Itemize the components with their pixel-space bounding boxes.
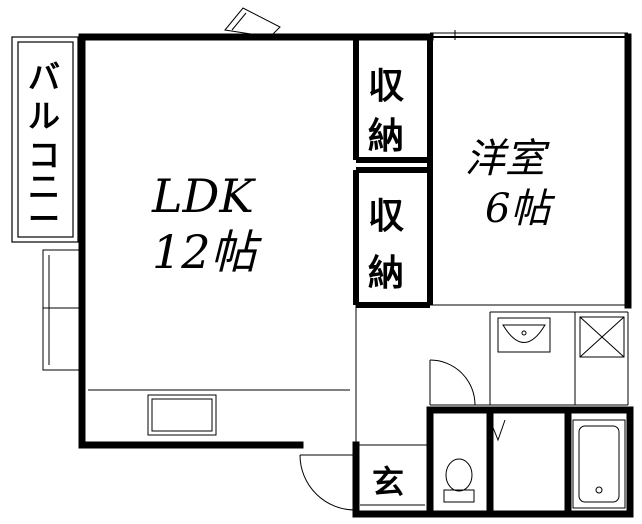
balcony-char-2: ル [28,97,60,135]
balcony [11,36,79,243]
western-size: 6帖 [485,186,555,232]
door-swings [299,359,506,511]
north-window [224,7,281,38]
balcony-char-3: コ [28,136,60,174]
western-name: 洋室 [465,136,550,182]
washer-pan [579,316,625,358]
interior-lines [88,304,629,506]
storage-bottom-char-2: 納 [368,253,404,294]
bathtub [572,419,626,509]
outer-walls [78,33,634,518]
wash-basin [497,317,551,353]
storage-bottom-char-1: 収 [368,196,404,237]
balcony-char-5: ー [28,200,60,238]
storage-top-char-1: 収 [368,66,404,107]
bay-window [42,249,82,371]
ldk-size: 12帖 [152,225,263,279]
kitchen-sink [147,394,217,436]
entrance-label: 玄 [372,463,404,501]
balcony-char-4: ニ [28,168,60,206]
ldk-name: LDK [151,169,256,223]
toilet [443,458,475,503]
balcony-char-1: バ [28,58,60,96]
western-top-wall [430,30,628,40]
storage-walls [353,37,433,308]
storage-top-char-2: 納 [368,116,404,157]
